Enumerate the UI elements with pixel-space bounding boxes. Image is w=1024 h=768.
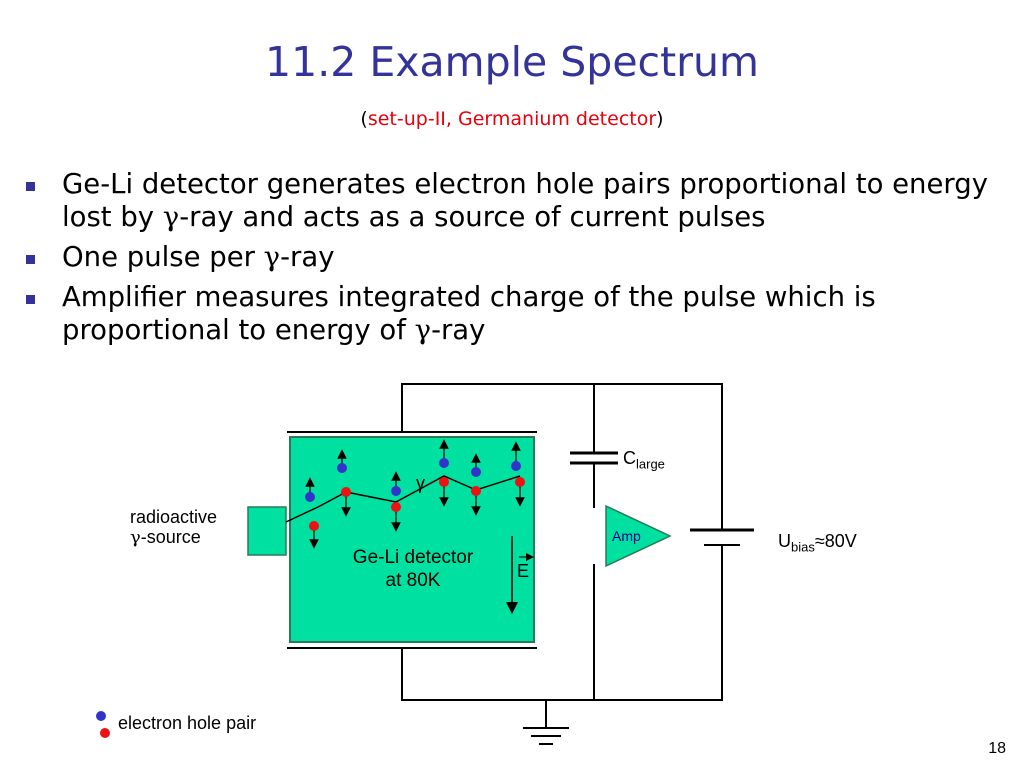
pair-5: [471, 453, 481, 516]
page-number: 18: [988, 740, 1006, 757]
source-label-line1: radioactive: [130, 507, 218, 527]
square-bullet-icon: [26, 255, 35, 264]
square-bullet-icon: [26, 295, 35, 304]
pair-4: [439, 439, 449, 507]
gamma-symbol: γ: [130, 527, 141, 548]
bullet-item: One pulse per γ-ray: [22, 241, 1002, 274]
gamma-symbol: γ: [263, 241, 281, 273]
bias-label-sub: bias: [791, 539, 815, 555]
detector-box: [287, 431, 537, 649]
gamma-symbol: γ: [414, 314, 432, 346]
legend-electron-dot: [96, 711, 106, 721]
capacitor-label: Clarge: [623, 448, 665, 475]
battery-symbol: [690, 528, 754, 546]
ground-symbol: [523, 727, 569, 745]
bias-label: Ubias≈80V: [778, 531, 857, 558]
bullet-text-post: -ray and acts as a source of current pul…: [179, 201, 766, 233]
subtitle-close-paren: ): [656, 108, 664, 130]
capacitor-label-main: C: [623, 448, 636, 468]
capacitor-symbol: [570, 451, 618, 465]
legend-hole-dot: [100, 728, 110, 738]
amp-label: Amp: [612, 528, 641, 544]
bias-label-main: U: [778, 531, 791, 551]
legend-label: electron hole pair: [118, 713, 257, 733]
subtitle-highlight: set-up-II, Germanium detector: [367, 108, 657, 130]
slide-title: 11.2 Example Spectrum: [265, 38, 759, 86]
pair-2: [337, 449, 351, 517]
subtitle-open-paren: (: [360, 108, 368, 130]
source-label: radioactive γ-source: [130, 507, 217, 548]
source-label-text: -source: [140, 527, 201, 547]
gamma-ray-label: γ: [416, 473, 425, 493]
bullet-text-pre: One pulse per: [62, 241, 264, 273]
bullet-item: Amplifier measures integrated charge of …: [22, 281, 1002, 347]
square-bullet-icon: [26, 182, 35, 191]
gamma-source-box: [247, 506, 287, 556]
pair-3: [391, 471, 401, 532]
electron-hole-pairs: [305, 439, 525, 549]
bullet-text-post: -ray: [280, 241, 335, 273]
bullet-text-pre: Ge-Li detector generates electron hole p…: [62, 168, 988, 233]
circuit-wires: [401, 383, 723, 728]
pair-1: [305, 477, 319, 549]
field-label: E: [517, 561, 530, 581]
bias-label-value: ≈80V: [814, 531, 857, 551]
amplifier-triangle: [605, 504, 672, 568]
bullet-list: Ge-Li detector generates electron hole p…: [22, 168, 1002, 354]
detector-label: Ge-Li detector at 80K: [318, 546, 508, 592]
gamma-symbol: γ: [162, 201, 180, 233]
bullet-text-post: -ray: [431, 314, 486, 346]
source-label-line2: γ-source: [130, 527, 217, 548]
detector-label-line2: at 80K: [385, 570, 441, 591]
pair-6: [511, 441, 525, 507]
bullet-text-pre: Amplifier measures integrated charge of …: [62, 281, 876, 346]
detector-label-line1: Ge-Li detector: [352, 547, 474, 568]
bullet-item: Ge-Li detector generates electron hole p…: [22, 168, 1002, 234]
slide-subtitle: (set-up-II, Germanium detector): [0, 108, 1024, 130]
capacitor-label-sub: large: [636, 456, 665, 472]
